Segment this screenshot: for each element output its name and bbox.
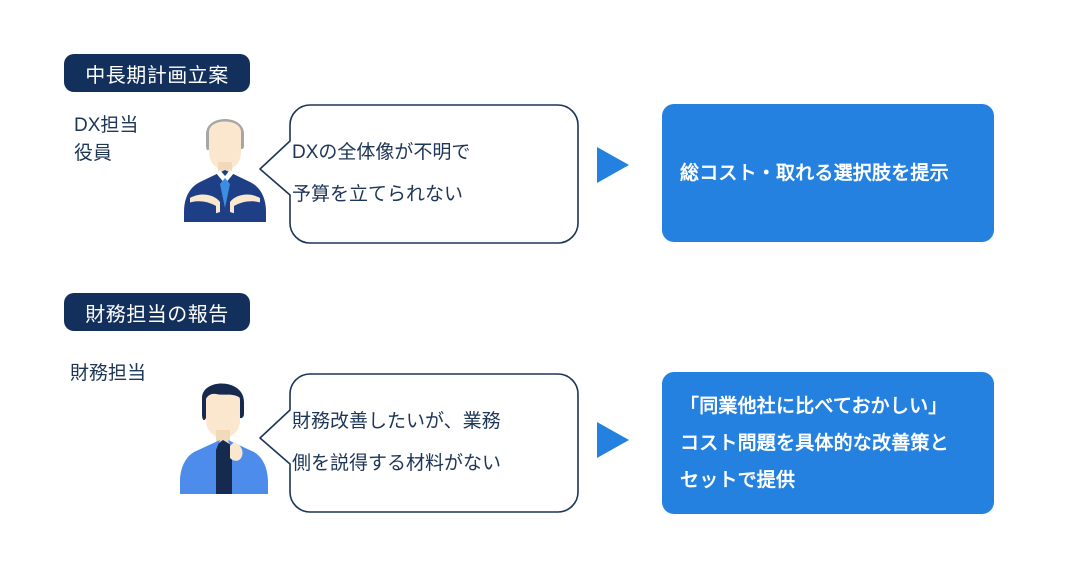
finance-staff-avatar-icon — [168, 372, 278, 494]
result-box-benchmark-improvement: 「同業他社に比べておかしい」 コスト問題を具体的な改善策と セットで提供 — [662, 372, 994, 514]
role-label-dx-executive: DX担当 役員 — [74, 115, 139, 164]
result-box-total-cost-options: 総コスト・取れる選択肢を提示 — [662, 104, 994, 242]
speech-bubble-text-finance-staff: 財務改善したいが、業務 側を説得する材料がない — [292, 411, 502, 474]
executive-avatar-icon — [176, 104, 274, 222]
speech-bubble-dx-executive: DXの全体像が不明で 予算を立てられない — [258, 103, 580, 245]
speech-bubble-finance-staff: 財務改善したいが、業務 側を説得する材料がない — [258, 372, 580, 514]
right-arrow-icon — [597, 147, 629, 183]
speech-bubble-text-dx-executive: DXの全体像が不明で 予算を立てられない — [292, 142, 471, 205]
section-badge-finance-report: 財務担当の報告 — [64, 293, 250, 331]
section-badge-midterm-plan: 中長期計画立案 — [64, 54, 250, 92]
right-arrow-icon — [597, 422, 629, 458]
role-label-finance-staff: 財務担当 — [70, 363, 147, 384]
